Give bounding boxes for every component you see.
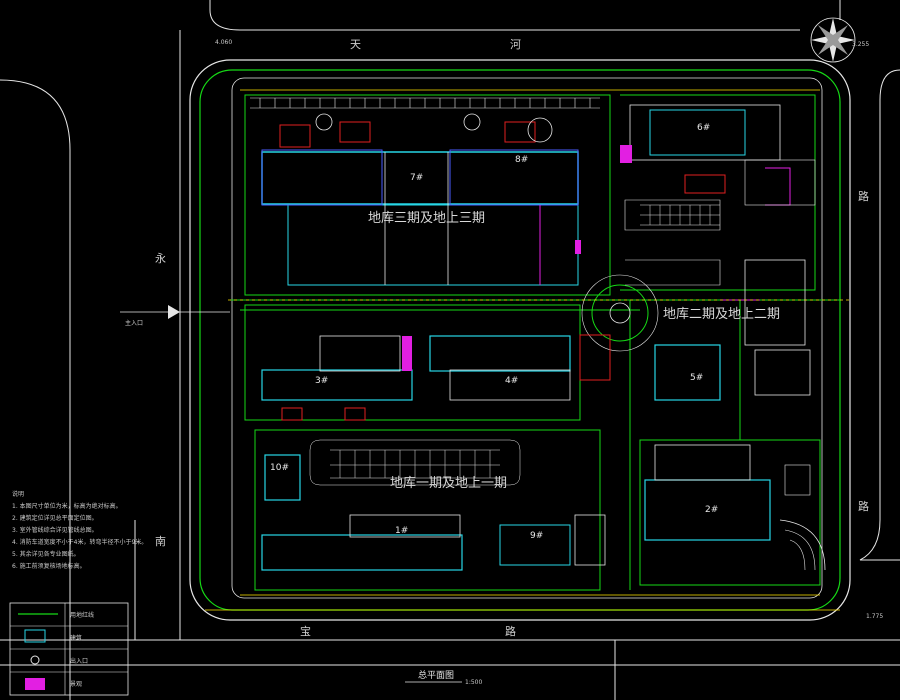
note-2: 2. 建筑定位详见总平面定位图。 xyxy=(12,514,98,522)
road-label-left-2: 南 xyxy=(155,535,166,548)
fire-lane-network xyxy=(230,94,840,591)
road-label-right-1: 路 xyxy=(858,190,869,203)
building-block-6 xyxy=(620,104,816,286)
building-label-7: 7# xyxy=(410,173,423,183)
level-ne: 3.255 xyxy=(852,41,869,48)
road-label-right-2: 路 xyxy=(858,500,869,513)
note-3: 3. 室外管线综合详见管线总图。 xyxy=(12,526,98,534)
phase3-basement-block xyxy=(261,113,581,286)
site-red-line xyxy=(199,69,841,611)
legend-label-4: 景观 xyxy=(70,681,82,688)
building-label-8: 8# xyxy=(515,155,528,165)
road-label-bottom-2: 路 xyxy=(505,625,516,638)
level-nw: 4.060 xyxy=(215,39,232,46)
building-label-2: 2# xyxy=(705,505,718,515)
building-label-1: 1# xyxy=(395,526,408,536)
road-label-left-1: 永 xyxy=(155,251,166,265)
building-label-9: 9# xyxy=(530,531,543,541)
road-label-top-1: 天 xyxy=(350,38,361,51)
phase1-zone-label: 地库一期及地上一期 xyxy=(390,475,507,491)
phase2-buildings xyxy=(644,444,826,571)
east-parking-stalls xyxy=(640,204,720,226)
central-roundabout xyxy=(581,274,659,352)
legend-box xyxy=(9,602,129,696)
level-se: 1.775 xyxy=(866,613,883,620)
road-label-top-2: 河 xyxy=(510,38,521,51)
building-label-6: 6# xyxy=(697,123,710,133)
phase3-zone-label: 地库三期及地上三期 xyxy=(368,210,485,226)
road-label-bottom-1: 宝 xyxy=(300,624,311,638)
phase1-parking-ring xyxy=(309,439,521,486)
site-inner-boundary xyxy=(231,77,823,599)
phase1-mid-buildings xyxy=(261,335,571,421)
site-outer-boundary xyxy=(189,59,851,621)
note-5: 5. 其余详见各专业图纸。 xyxy=(12,550,80,558)
building-label-3: 3# xyxy=(315,376,328,386)
note-4: 4. 消防车道宽度不小于4米，转弯半径不小于9米。 xyxy=(12,538,147,546)
note-6: 6. 施工前须复核场地标高。 xyxy=(12,562,86,570)
notes-title: 说明 xyxy=(12,490,24,498)
top-parking-row xyxy=(250,97,600,109)
building-label-4: 4# xyxy=(505,376,518,386)
legend-label-1: 用地红线 xyxy=(70,611,94,619)
phase1-south-buildings xyxy=(261,454,606,571)
entrance-label: 主入口 xyxy=(125,319,143,327)
drawing-scale: 1:500 xyxy=(465,679,482,686)
phase2-zone-label: 地库二期及地上二期 xyxy=(663,306,780,322)
utility-lines xyxy=(205,89,850,611)
building-label-10: 10# xyxy=(270,463,289,473)
drawing-title: 总平面图 xyxy=(418,669,454,681)
legend-label-2: 建筑 xyxy=(70,634,82,642)
entrance-arrow-icon xyxy=(120,305,230,319)
note-1: 1. 本图尺寸单位为米，标高为绝对标高。 xyxy=(12,502,122,510)
building-label-5: 5# xyxy=(690,373,703,383)
north-arrow-icon xyxy=(810,17,856,63)
legend-label-3: 出入口 xyxy=(70,657,88,665)
